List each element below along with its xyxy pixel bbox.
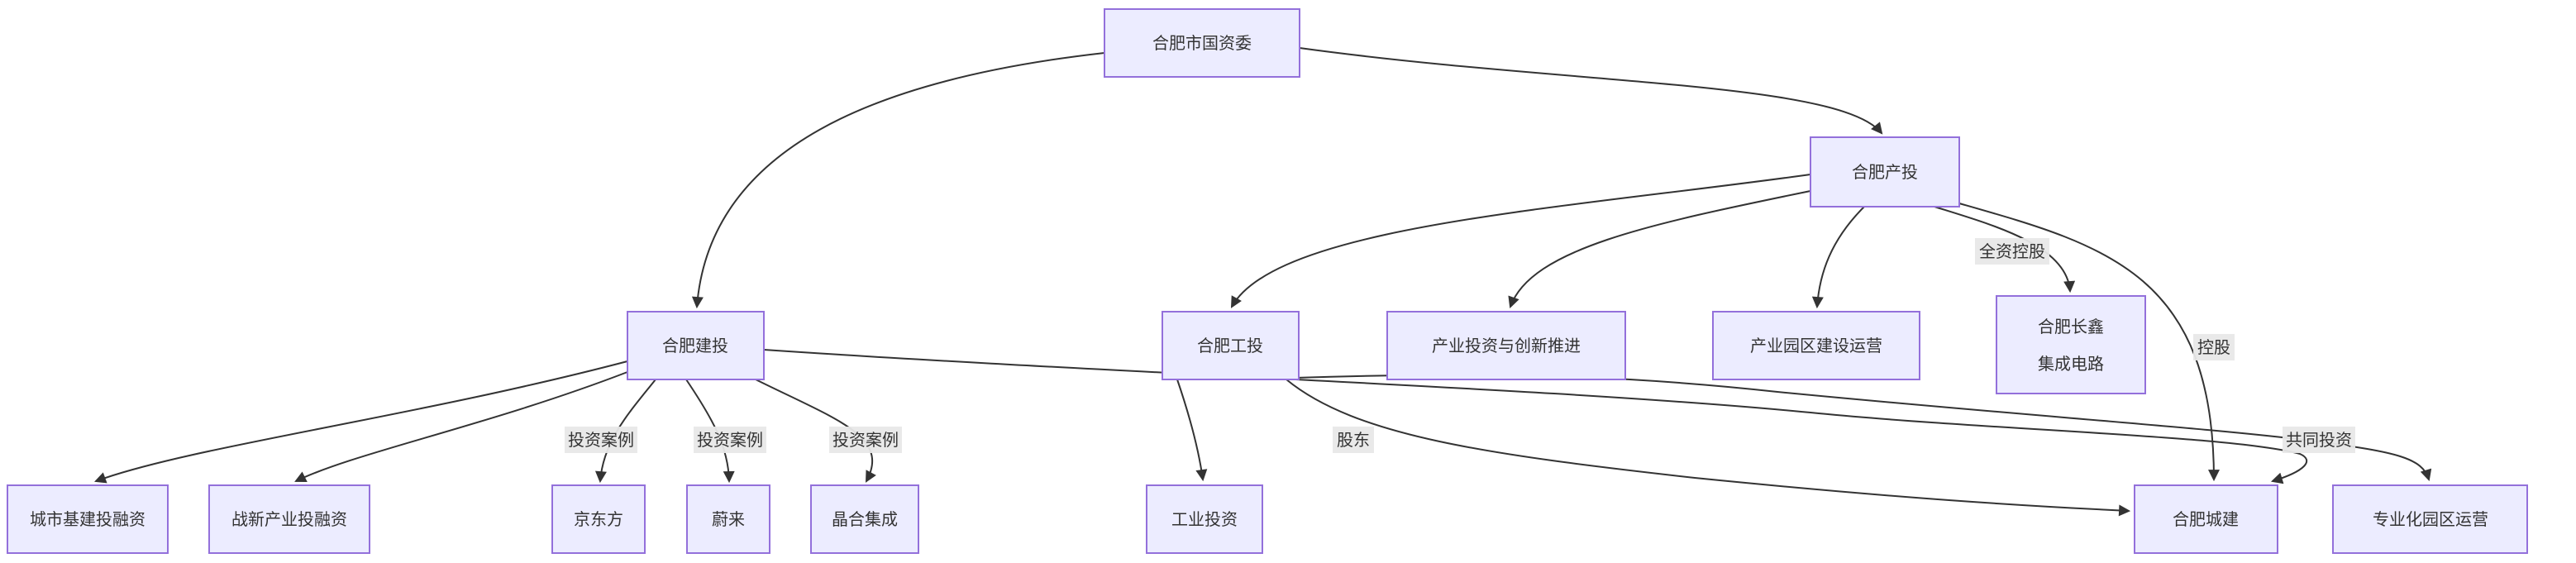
edge-sasac-to-jiantou — [691, 52, 1105, 309]
edge-sasac-to-chantou — [1299, 47, 1883, 135]
edge-jiantou-to-zhanxin — [294, 371, 628, 483]
edge-label-touzi-anli-3: 投资案例 — [829, 427, 902, 453]
node-box — [2134, 484, 2278, 554]
edge-label-konggu: 控股 — [2193, 334, 2235, 360]
edge-label-bg — [2283, 427, 2355, 453]
node-box — [208, 484, 370, 554]
node-layer: 合肥市国资委 合肥产投 合肥建投 合肥工投 产业投资与创新推进 产业园区建设运营… — [7, 8, 2528, 554]
node-box — [686, 484, 770, 554]
node-hefei-chantou: 合肥产投 — [1810, 136, 1960, 208]
node-urban-infrastructure-financing: 城市基建投融资 — [7, 484, 169, 554]
node-specialized-park-operation: 专业化园区运营 — [2332, 484, 2528, 554]
edge-layer — [94, 47, 2432, 517]
node-label-line2: 集成电路 — [2038, 355, 2104, 374]
node-box — [1712, 311, 1920, 380]
edge-gongtou-to-chengjian — [1286, 379, 2131, 517]
node-box — [627, 311, 765, 380]
edge-label-bg — [694, 427, 766, 453]
edge-label-text: 股东 — [1337, 431, 1370, 450]
node-nexchip: 晶合集成 — [810, 484, 919, 554]
node-hefei-jiantou: 合肥建投 — [627, 311, 765, 380]
edge-label-bg — [565, 427, 637, 453]
node-label: 合肥城建 — [2173, 510, 2239, 529]
node-box — [7, 484, 169, 554]
edge-gongtou-to-gongye — [1176, 379, 1208, 482]
edge-label-gudong: 股东 — [1333, 427, 1374, 453]
node-label: 合肥市国资委 — [1152, 34, 1252, 53]
edge-label-bg — [829, 427, 902, 453]
node-hefei-sasac: 合肥市国资委 — [1104, 8, 1300, 78]
node-box — [1104, 8, 1300, 78]
node-box — [2332, 484, 2528, 554]
node-label: 城市基建投融资 — [30, 510, 145, 529]
edge-chantou-to-cyzx — [1508, 190, 1811, 308]
edge-label-touzi-anli-1: 投资案例 — [565, 427, 637, 453]
edge-label-bg — [1333, 427, 1374, 453]
node-hefei-changxin-ic: 合肥长鑫 集成电路 — [1996, 295, 2146, 394]
edge-chantou-to-cyyq — [1811, 206, 1865, 309]
edge-label-text: 控股 — [2197, 338, 2230, 357]
node-label: 产业园区建设运营 — [1750, 336, 1882, 355]
node-hefei-chengjian: 合肥城建 — [2134, 484, 2278, 554]
edge-jiantou-to-chengshi — [94, 360, 628, 484]
edge-gongtou-to-zhuanye — [1294, 374, 2432, 482]
node-box — [551, 484, 646, 554]
edge-label-bg — [1975, 238, 2049, 265]
edge-label-gongtong-touzi: 共同投资 — [2283, 427, 2355, 453]
node-label: 产业投资与创新推进 — [1432, 336, 1581, 355]
node-label: 战新产业投融资 — [231, 510, 347, 529]
node-label: 合肥工投 — [1197, 336, 1263, 355]
node-box — [810, 484, 919, 554]
node-hefei-gongtou: 合肥工投 — [1162, 311, 1300, 380]
node-boe: 京东方 — [551, 484, 646, 554]
node-label: 工业投资 — [1171, 510, 1238, 529]
node-label: 专业化园区运营 — [2373, 510, 2488, 529]
node-label: 合肥产投 — [1852, 163, 1918, 182]
node-box — [1810, 136, 1960, 208]
node-box — [1146, 484, 1263, 554]
node-box — [1162, 311, 1300, 380]
node-label-line1: 合肥长鑫 — [2038, 317, 2104, 336]
node-label: 合肥建投 — [662, 336, 728, 355]
edge-chantou-to-gongtou — [1230, 174, 1811, 308]
node-label: 晶合集成 — [832, 510, 898, 529]
edge-label-text: 共同投资 — [2286, 431, 2352, 450]
edge-label-text: 投资案例 — [697, 431, 763, 450]
edge-label-text: 投资案例 — [832, 431, 899, 450]
node-industrial-park-construction: 产业园区建设运营 — [1712, 311, 1920, 380]
edge-label-bg — [2193, 334, 2235, 360]
edge-chantou-to-chengjian — [1958, 203, 2220, 482]
node-box — [1386, 311, 1626, 380]
node-label: 京东方 — [574, 510, 623, 529]
edge-label-layer: 全资控股 控股 投资案例 投资案例 投资案例 股东 共同投资 — [565, 238, 2355, 453]
node-industry-investment-innovation: 产业投资与创新推进 — [1386, 311, 1626, 380]
node-nio: 蔚来 — [686, 484, 770, 554]
node-box — [1996, 295, 2146, 394]
edge-label-quanzi-konggu: 全资控股 — [1975, 238, 2049, 265]
edge-label-text: 投资案例 — [568, 431, 634, 450]
edge-label-text: 全资控股 — [1979, 242, 2045, 261]
node-label: 蔚来 — [712, 510, 745, 529]
edge-label-touzi-anli-2: 投资案例 — [694, 427, 766, 453]
node-strategic-emerging-financing: 战新产业投融资 — [208, 484, 370, 554]
node-industrial-investment: 工业投资 — [1146, 484, 1263, 554]
